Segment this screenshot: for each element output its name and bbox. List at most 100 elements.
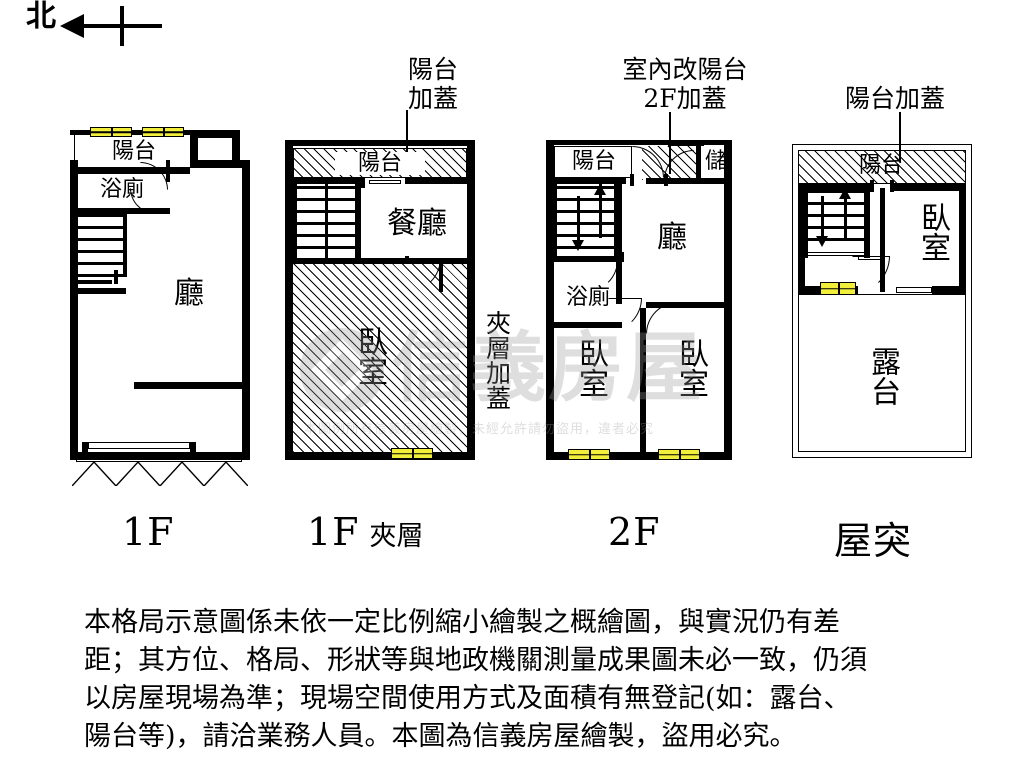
wall-bottom	[546, 452, 732, 460]
stair-tread	[554, 222, 620, 225]
terrace-outline	[798, 294, 966, 452]
stair-landing	[78, 280, 112, 284]
room-label-dining: 餐廳	[387, 206, 447, 241]
wall-bottom	[285, 452, 475, 460]
bedroom-hatch-fill	[293, 264, 467, 452]
callout-indoor-to-balcony-2f: 室內改陽台 2F加蓋	[600, 55, 770, 113]
callout-balcony-cover-1f-mezz: 陽台 加蓋	[378, 55, 488, 113]
room-label-balcony: 陽台	[335, 152, 425, 175]
stair-tread	[78, 262, 126, 265]
wall-unit-bottom-right	[932, 286, 966, 294]
wall-stair-bottom	[78, 288, 126, 294]
wall-balcony-bottom-left	[293, 178, 361, 184]
stair-down-arrow-icon	[572, 240, 584, 251]
stair-rail-down	[577, 196, 580, 246]
stair-center-rail	[325, 184, 328, 262]
stair-tread	[554, 246, 620, 249]
callout-line-1: 陽台	[407, 55, 458, 84]
stair-up-arrow-icon	[839, 188, 851, 199]
window-bedroom-right-mullion	[679, 449, 681, 460]
wall-left	[285, 140, 293, 460]
plan-1f: 陽台 浴廁 廳 1F	[62, 127, 252, 554]
wall-left	[70, 160, 78, 460]
opening-to-terrace	[896, 287, 932, 293]
stair-post	[114, 270, 118, 284]
callout-balcony-cover-roof: 陽台加蓋	[820, 84, 970, 113]
room-label-storage: 儲	[704, 149, 727, 174]
window-balcony-right-mullion	[163, 127, 165, 137]
wall-right	[467, 140, 475, 460]
stair-tread	[78, 238, 126, 241]
room-label-bedroom: 臥室	[915, 202, 950, 262]
door-jamb-bath-2	[616, 270, 622, 280]
door-jamb-balcony	[630, 174, 634, 186]
caption-floor-number: 1F	[307, 510, 360, 554]
caption-floor-sub: 夾層	[369, 521, 424, 552]
entry-door	[88, 442, 190, 449]
roof-outer-outline	[792, 144, 972, 458]
callout-leader-1	[406, 110, 408, 152]
window-balcony-left-mullion	[111, 127, 113, 137]
wall-bedroom-left	[880, 188, 885, 292]
entry-threshold	[76, 456, 242, 462]
room-label-balcony: 陽台	[858, 153, 903, 178]
wall-balcony-bottom	[546, 178, 626, 184]
callout-line-1: 陽台加蓋	[844, 84, 945, 113]
stair-tread	[805, 238, 870, 241]
plan-1f-mezzanine: 陽台 餐廳 臥室 1F 夾層	[285, 130, 485, 554]
wall-top-right	[190, 130, 240, 138]
stair-stringer-right	[864, 188, 870, 258]
caption-plan-roof: 屋突	[834, 510, 912, 565]
wall-bath-bottom	[70, 208, 170, 214]
stair-down-arrow-icon	[816, 236, 828, 247]
room-label-balcony: 陽台	[111, 139, 156, 164]
caption-floor-number: 1F	[122, 510, 175, 554]
wall-right	[959, 184, 966, 294]
wall-stair-bottom	[293, 258, 361, 264]
wall-storage-left	[696, 144, 701, 182]
wall-bath-top	[70, 168, 190, 174]
wall-left	[546, 140, 554, 460]
door-leaf-balcony	[166, 160, 170, 182]
callout-mezzanine-cover: 夾層加蓋	[482, 310, 512, 410]
room-label-bedroom: 臥室	[352, 326, 387, 386]
window-bedroom-mullion	[412, 448, 414, 459]
balcony-outline	[554, 146, 632, 178]
wall-top	[546, 140, 732, 145]
wall-balcony-bottom-left	[798, 184, 872, 191]
north-label: 北	[26, 0, 56, 34]
caption-plan-1f-mezzanine: 1F 夾層	[307, 510, 424, 554]
bath-door-opening	[86, 170, 120, 174]
stair-tread	[554, 198, 620, 201]
stair-rail-up	[844, 188, 847, 240]
wall-right	[242, 160, 250, 460]
stair-up-arrow-icon	[594, 184, 606, 195]
stair-tread	[78, 214, 126, 217]
plan-roof: 陽台 臥室	[792, 130, 977, 563]
wall-top	[285, 140, 475, 146]
wall-stair-bottom	[554, 256, 620, 262]
callout-line-1: 室內改陽台	[622, 55, 748, 84]
callout-line-2: 2F加蓋	[643, 84, 727, 113]
wall-bath-right	[616, 184, 622, 304]
stair-landing	[805, 252, 870, 256]
stair-stringer	[123, 214, 127, 277]
entry-jamb-right	[190, 442, 196, 454]
door-jamb-balcony	[361, 178, 365, 188]
disclaimer-text: 本格局示意圖係未依一定比例縮小繪製之概繪圖，與實況仍有差 距；其方位、格局、形狀…	[84, 604, 964, 756]
stair-stringer-left	[805, 188, 808, 258]
stair-rail-down	[821, 196, 824, 240]
plan-2f: 陽台 儲 廳 浴廁	[546, 130, 741, 554]
wall-right-upper	[232, 130, 240, 168]
disclaimer-line-2: 距；其方位、格局、形狀等與地政機關測量成果圖未必一致，仍須	[84, 645, 867, 676]
room-label-hall: 廳	[174, 276, 204, 311]
balcony-sliding-panel	[369, 180, 401, 184]
wall-bath-bottom	[546, 322, 622, 328]
stair-tread	[805, 226, 870, 229]
caption-plan-1f: 1F	[122, 510, 175, 554]
disclaimer-line-3: 以房屋現場為準；現場空間使用方式及面積有無登記(如：露台、	[84, 683, 851, 714]
callout-leader-3	[899, 112, 901, 162]
balcony-hatch-fill	[798, 150, 966, 184]
room-label-balcony: 陽台	[571, 149, 616, 174]
